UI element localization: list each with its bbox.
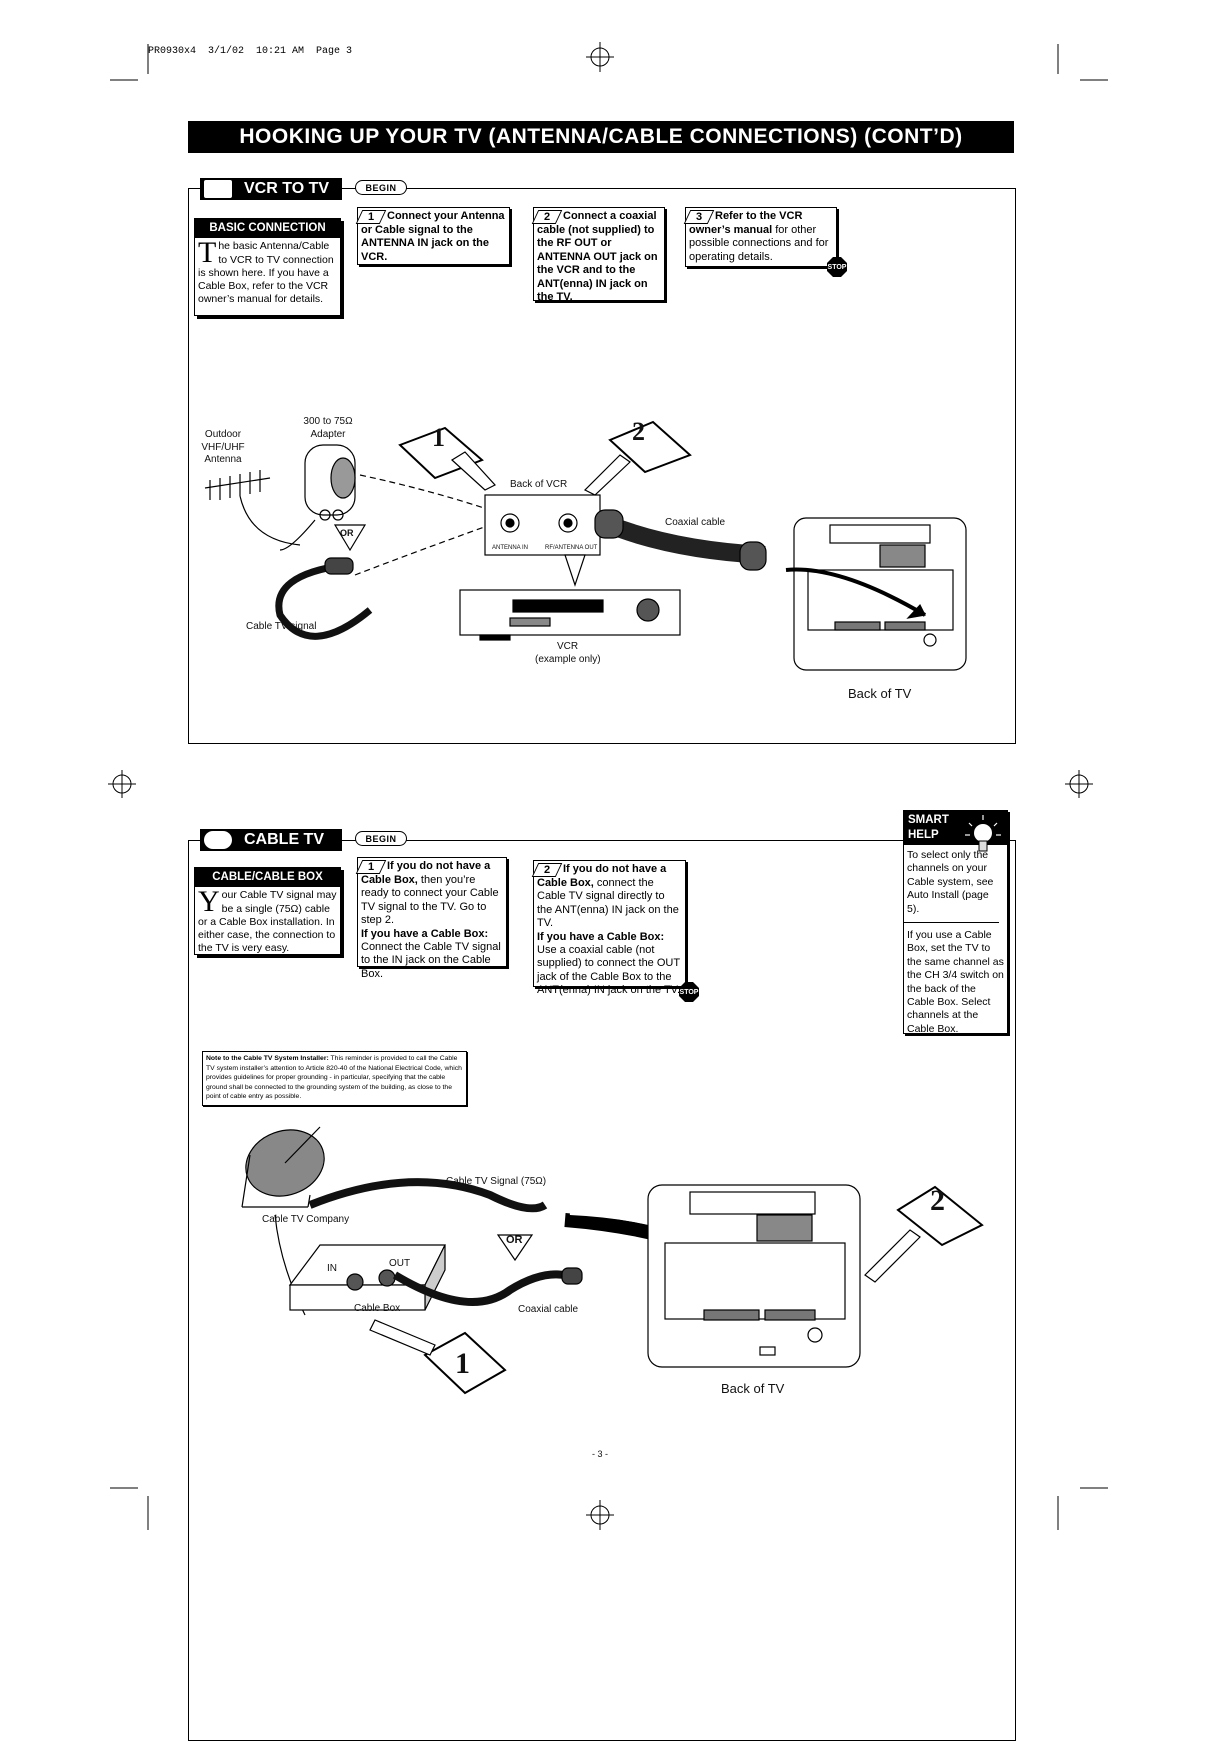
cable-box-icon: [288, 1244, 446, 1311]
smart-help-tip-1: To select only the channels on your Cabl…: [904, 845, 999, 924]
step-badge-2: 2: [632, 417, 645, 446]
vcr-connection-diagram: [204, 420, 967, 671]
basic-connection-dropcap: T: [198, 236, 217, 270]
step-badge-2: 2: [930, 1184, 945, 1217]
smart-help-box: SMART HELP To select only the channels o…: [903, 810, 1008, 1035]
cable-connection-diagram: [241, 1126, 984, 1395]
cable-icon: [204, 831, 232, 849]
rf-out-label: RF/ANTENNA OUT: [545, 545, 598, 551]
antenna-in-label: ANTENNA IN: [492, 545, 529, 551]
cable-box-text: our Cable TV signal may be a single (75Ω…: [198, 889, 337, 955]
vcr-section-tab: VCR TO TV: [200, 178, 342, 200]
tv-back-icon: [785, 517, 967, 671]
coaxial-cable-label: Coaxial cable: [518, 1304, 579, 1315]
lightbulb-icon: [965, 815, 1001, 852]
installer-note: Note to the Cable TV System Installer: T…: [202, 1051, 467, 1106]
vcr-step-3-text: for other possible connections and for o…: [689, 224, 829, 263]
back-of-tv-label: Back of TV: [848, 686, 912, 701]
or-badge: OR: [340, 528, 354, 538]
basic-connection-text: he basic Antenna/Cable to VCR to TV conn…: [198, 240, 334, 306]
cable-tv-signal-label: Cable TV Signal (75Ω): [446, 1176, 547, 1187]
satellite-dish-icon: [241, 1126, 325, 1208]
antenna-icon: [204, 470, 301, 546]
cable-step-2-bold-2: If you have a Cable Box:: [537, 930, 665, 943]
cable-section-tab-label: CABLE TV: [244, 831, 324, 848]
step-number-3: 3: [683, 210, 715, 224]
outdoor-antenna-label: Outdoor VHF/UHF Antenna: [201, 429, 245, 465]
step-badge-1: 1: [432, 423, 445, 452]
cable-section-tab: CABLE TV: [200, 829, 342, 851]
cable-step-1-text-2: Connect the Cable TV signal to the IN ja…: [361, 941, 501, 980]
vcr-icon: [204, 180, 232, 198]
step-number-2: 2: [531, 863, 563, 877]
vcr-section: [188, 188, 1016, 744]
back-of-tv-label: Back of TV: [721, 1381, 785, 1396]
smart-help-header: SMART HELP: [904, 811, 1007, 852]
step-badge-1: 1: [455, 1347, 470, 1380]
coaxial-cable-label: Coaxial cable: [665, 517, 726, 528]
vcr-step-1-text: Connect your Antenna or Cable signal to …: [361, 210, 505, 263]
cable-step-1-bold-2: If you have a Cable Box:: [361, 927, 489, 940]
adapter-icon: [279, 444, 356, 551]
or-badge: OR: [506, 1234, 523, 1246]
cable-box-label: Cable Box: [354, 1303, 401, 1314]
page-title: HOOKING UP YOUR TV (ANTENNA/CABLE CONNEC…: [188, 121, 1014, 153]
cable-box-dropcap: Y: [198, 885, 220, 919]
step-number-1: 1: [355, 860, 387, 874]
crop-marks: [108, 42, 1108, 1530]
smart-help-tip-2: If you use a Cable Box, set the TV to th…: [907, 929, 1004, 1035]
vcr-example-label: (example only): [535, 654, 601, 665]
page-number: - 3 -: [592, 1449, 609, 1459]
cable-step-2-text: connect the Cable TV signal directly to …: [537, 877, 679, 930]
back-of-vcr-label: Back of VCR: [510, 479, 568, 490]
slug-line: PR0930x4 3/1/02 10:21 AM Page 3: [148, 46, 353, 57]
cable-step-1-bold: If you do not have a Cable Box,: [361, 860, 491, 886]
step-number-1: 1: [355, 210, 387, 224]
vcr-step-2-text: Connect a coaxial cable (not supplied) t…: [537, 210, 658, 304]
stop-icon: STOP: [679, 982, 699, 1002]
tv-back-icon: [647, 1184, 861, 1368]
stop-icon: STOP: [827, 257, 847, 277]
basic-connection-heading: BASIC CONNECTION: [195, 219, 340, 239]
cable-step-1-text: then you’re ready to connect your Cable …: [361, 874, 499, 927]
vcr-step-3-bold: Refer to the VCR owner’s manual: [689, 210, 803, 236]
step-number-2: 2: [531, 210, 563, 224]
adapter-label: 300 to 75Ω Adapter: [303, 416, 353, 440]
vcr-section-tab-label: VCR TO TV: [244, 180, 330, 197]
cable-box-heading: CABLE/CABLE BOX: [195, 868, 340, 888]
begin-badge-cable: BEGIN: [355, 831, 407, 846]
begin-badge: BEGIN: [355, 180, 407, 195]
cable-box-in-label: IN: [327, 1263, 337, 1274]
cable-box-out-label: OUT: [389, 1258, 411, 1269]
installer-note-bold: Note to the Cable TV System Installer:: [206, 1055, 329, 1062]
cable-step-2-bold: If you do not have a Cable Box,: [537, 863, 667, 889]
cable-tv-signal-label: Cable TV signal: [246, 621, 317, 632]
cable-step-2-text-2: Use a coaxial cable (not supplied) to co…: [537, 944, 681, 997]
vcr-icon: [459, 589, 681, 641]
installer-note-text: This reminder is provided to call the Ca…: [206, 1055, 462, 1101]
vcr-label: VCR: [557, 641, 579, 652]
cable-tv-company-label: Cable TV Company: [262, 1214, 350, 1225]
